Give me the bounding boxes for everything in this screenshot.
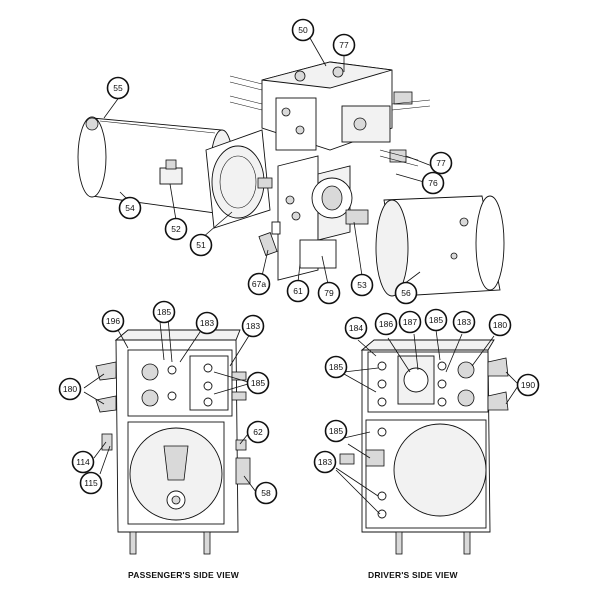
leader-lines xyxy=(83,37,519,515)
svg-text:77: 77 xyxy=(436,158,446,168)
callout-67a: 67a xyxy=(247,272,271,296)
callout-52: 52 xyxy=(164,217,188,241)
svg-text:67a: 67a xyxy=(252,279,266,289)
callout-56: 56 xyxy=(394,281,418,305)
svg-text:185: 185 xyxy=(329,362,343,372)
callout-115: 115 xyxy=(79,471,103,495)
callout-185-driver-lower: 185 xyxy=(324,419,348,443)
svg-text:50: 50 xyxy=(298,25,308,35)
callout-61: 61 xyxy=(286,279,310,303)
pump-motor xyxy=(205,129,273,229)
callout-183-driver-lower: 183 xyxy=(313,450,337,474)
svg-text:185: 185 xyxy=(429,315,443,325)
svg-text:62: 62 xyxy=(253,427,263,437)
callout-185-driver-left: 185 xyxy=(324,355,348,379)
callout-77-right: 77 xyxy=(429,151,453,175)
passenger-side-view xyxy=(95,329,251,555)
svg-text:61: 61 xyxy=(293,286,303,296)
svg-text:184: 184 xyxy=(349,323,363,333)
callout-183-passenger-a: 183 xyxy=(195,311,219,335)
callout-183-passenger-b: 183 xyxy=(241,314,265,338)
svg-text:187: 187 xyxy=(403,317,417,327)
fitting-67a xyxy=(258,221,281,256)
callout-184: 184 xyxy=(344,316,368,340)
svg-text:180: 180 xyxy=(493,320,507,330)
svg-text:186: 186 xyxy=(379,319,393,329)
svg-text:54: 54 xyxy=(125,203,135,213)
svg-text:53: 53 xyxy=(357,280,367,290)
svg-text:55: 55 xyxy=(113,83,123,93)
svg-text:190: 190 xyxy=(521,380,535,390)
svg-text:114: 114 xyxy=(76,457,90,467)
svg-text:115: 115 xyxy=(84,478,98,488)
callout-180-passenger: 180 xyxy=(58,377,82,401)
callout-196: 196 xyxy=(101,309,125,333)
callout-50: 50 xyxy=(291,18,315,42)
svg-text:185: 185 xyxy=(329,426,343,436)
svg-text:76: 76 xyxy=(428,178,438,188)
svg-text:185: 185 xyxy=(157,307,171,317)
svg-text:183: 183 xyxy=(246,321,260,331)
callout-187: 187 xyxy=(398,310,422,334)
tank-fitting xyxy=(159,159,183,185)
passenger-side-caption: PASSENGER'S SIDE VIEW xyxy=(128,570,239,580)
callout-185-driver-top: 185 xyxy=(424,308,448,332)
upper-valve-manifold xyxy=(229,61,431,167)
svg-text:58: 58 xyxy=(261,488,271,498)
svg-text:185: 185 xyxy=(251,378,265,388)
center-block-solenoid xyxy=(277,155,369,281)
callout-51: 51 xyxy=(189,233,213,257)
callout-114: 114 xyxy=(71,450,95,474)
callout-185-passenger-side: 185 xyxy=(246,371,270,395)
electric-motor xyxy=(375,195,505,297)
callout-190: 190 xyxy=(516,373,540,397)
exploded-assembly-view xyxy=(77,61,505,297)
callout-53: 53 xyxy=(350,273,374,297)
callout-58: 58 xyxy=(254,481,278,505)
callout-62: 62 xyxy=(246,420,270,444)
svg-text:79: 79 xyxy=(324,288,334,298)
svg-text:77: 77 xyxy=(339,40,349,50)
callout-186: 186 xyxy=(374,312,398,336)
svg-text:183: 183 xyxy=(318,457,332,467)
driver-side-view xyxy=(339,339,509,555)
callout-55: 55 xyxy=(106,76,130,100)
svg-text:180: 180 xyxy=(63,384,77,394)
callout-185-passenger-top: 185 xyxy=(152,300,176,324)
callout-54: 54 xyxy=(118,196,142,220)
svg-text:196: 196 xyxy=(106,316,120,326)
svg-text:56: 56 xyxy=(401,288,411,298)
callout-79: 79 xyxy=(317,281,341,305)
callout-76: 76 xyxy=(421,171,445,195)
callout-180-driver: 180 xyxy=(488,313,512,337)
callout-77-top: 77 xyxy=(332,33,356,57)
svg-text:183: 183 xyxy=(200,318,214,328)
callout-183-driver-top: 183 xyxy=(452,310,476,334)
svg-text:52: 52 xyxy=(171,224,181,234)
svg-text:183: 183 xyxy=(457,317,471,327)
driver-side-caption: DRIVER'S SIDE VIEW xyxy=(368,570,458,580)
svg-text:51: 51 xyxy=(196,240,206,250)
